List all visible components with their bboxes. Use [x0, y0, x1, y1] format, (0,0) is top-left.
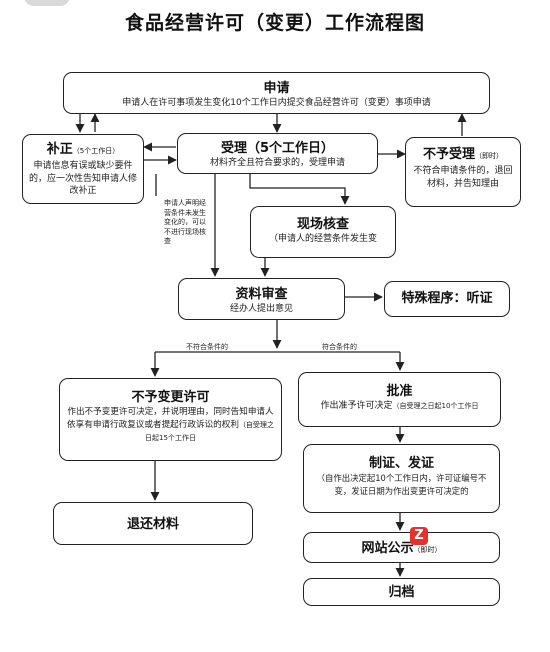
supplement-heading-suffix: （5个工作日） — [72, 147, 120, 155]
deny-heading: 不予变更许可 — [131, 390, 210, 405]
supplement-desc: 申请信息有误或缺少要件的，应一次性告知申请人修改补正 — [28, 161, 137, 196]
supplement-heading: 补正 — [46, 142, 73, 157]
special-box: 特殊程序：听证 — [384, 281, 510, 317]
approve-box: 批准 作出准予许可决定（自受理之日起10个工作日 — [298, 372, 501, 427]
return-materials-heading: 退还材料 — [126, 517, 179, 532]
accept-heading: 受理（5个工作日） — [220, 141, 335, 156]
accept-box: 受理（5个工作日） 材料齐全且符合要求的，受理申请 — [177, 133, 378, 174]
watermark-logo-icon: Z — [410, 527, 428, 545]
apply-desc: 申请人在许可事项发生变化10个工作日内提交食品经营许可（变更）事项申请 — [122, 98, 431, 108]
approve-desc: 作出准予许可决定 — [320, 401, 393, 411]
reject-desc: 不符合申请条件的，退回材料，并告知理由 — [413, 166, 513, 189]
issue-desc: （自作出决定起10个工作日内，许可证编号不变，发证日期为作出变更许可决定的 — [316, 473, 487, 496]
accept-desc: 材料齐全且符合要求的，受理申请 — [209, 158, 345, 168]
apply-box: 申请 申请人在许可事项发生变化10个工作日内提交食品经营许可（变更）事项申请 — [63, 72, 490, 114]
corner-tab — [24, 0, 70, 6]
issue-heading: 制证、发证 — [368, 456, 434, 471]
review-box: 资料审查 经办人提出意见 — [178, 278, 345, 320]
publish-heading-suffix: （即时） — [413, 546, 442, 554]
publish-box: 网站公示（即时） — [303, 532, 500, 563]
archive-box: 归档 — [303, 578, 500, 606]
inspect-heading: 现场核查 — [296, 217, 349, 232]
inspect-desc: （申请人的经营条件发生变 — [268, 234, 377, 244]
approve-heading: 批准 — [386, 384, 413, 399]
apply-heading: 申请 — [263, 81, 290, 96]
reject-box: 不予受理（即时） 不符合申请条件的，退回材料，并告知理由 — [405, 137, 521, 207]
publish-heading: 网站公示 — [361, 541, 414, 556]
reject-heading-suffix: （即时） — [475, 152, 503, 160]
review-heading: 资料审查 — [235, 287, 288, 302]
issue-box: 制证、发证 （自作出决定起10个工作日内，许可证编号不变，发证日期为作出变更许可… — [303, 444, 500, 513]
return-materials-box: 退还材料 — [53, 502, 253, 545]
review-desc: 经办人提出意见 — [229, 304, 293, 314]
declare-note: 申请人声明经营条件未发生变化的，可以不进行现场核查 — [164, 199, 206, 245]
branch-fail-label: 不符合条件的 — [186, 343, 228, 351]
branch-pass-label: 符合条件的 — [322, 343, 357, 351]
reject-heading: 不予受理 — [422, 147, 475, 162]
archive-heading: 归档 — [388, 585, 415, 600]
deny-desc: 作出不予变更许可决定，并说明理由，同时告知申请人依享有申请行政复议或者提起行政诉… — [67, 407, 274, 430]
deny-desc-suffix: （自受理之日起15个工作日 — [145, 421, 274, 442]
supplement-box: 补正（5个工作日） 申请信息有误或缺少要件的，应一次性告知申请人修改补正 — [22, 134, 144, 204]
page-title: 食品经营许可（变更）工作流程图 — [124, 12, 425, 34]
inspect-box: 现场核查 （申请人的经营条件发生变 — [250, 206, 396, 258]
approve-desc-suffix: （自受理之日起10个工作日 — [392, 402, 479, 410]
deny-box: 不予变更许可 作出不予变更许可决定，并说明理由，同时告知申请人依享有申请行政复议… — [59, 378, 282, 461]
special-heading: 特殊程序：听证 — [401, 291, 493, 306]
